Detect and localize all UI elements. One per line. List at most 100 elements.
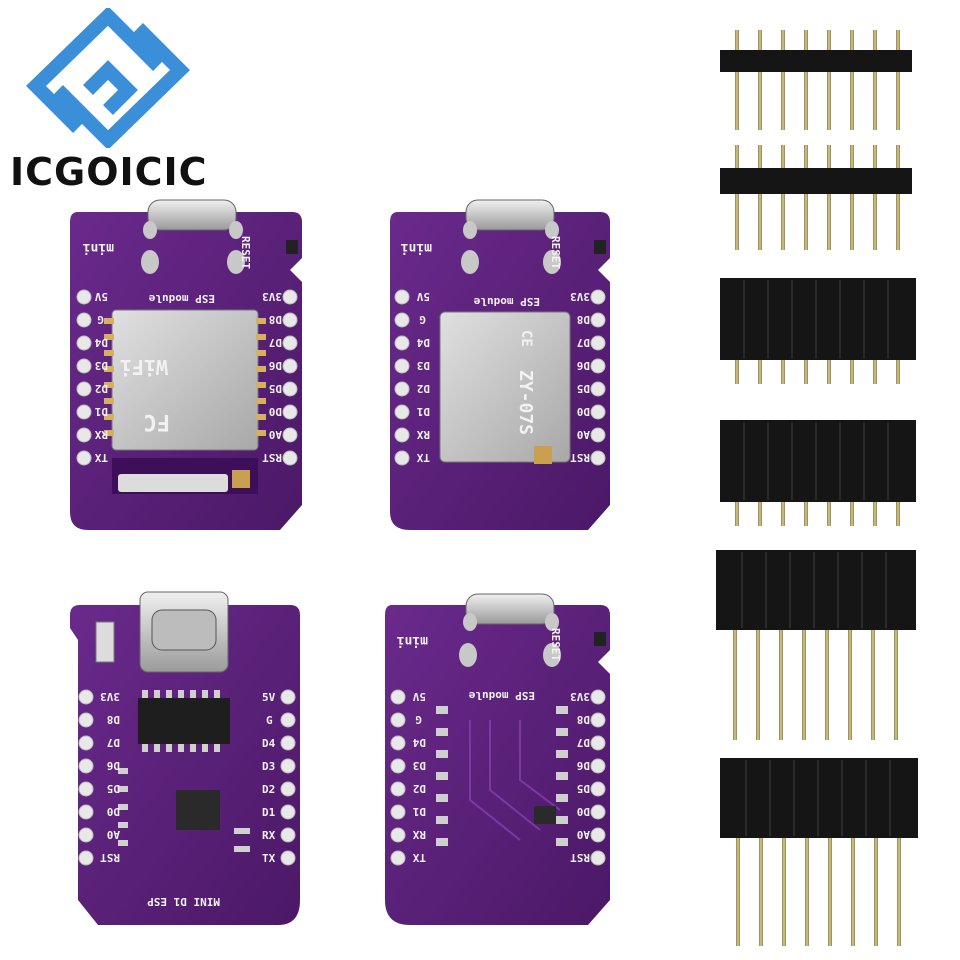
svg-text:TX: TX [94, 451, 108, 464]
pin-holes-right [590, 689, 606, 866]
svg-text:G: G [266, 714, 273, 727]
module-label: ESP module [148, 292, 215, 305]
svg-text:RST: RST [570, 851, 590, 864]
right-pin-labels: 3V3 D8 D7 D6 D5 D0 A0 RST [262, 290, 282, 464]
reset-label: RESET [239, 236, 252, 269]
male-pin-header-2 [720, 145, 912, 250]
svg-text:D2: D2 [95, 382, 108, 395]
female-header-1 [720, 278, 916, 384]
board-top-center: ZY-07S CE 5V G D4 D3 D2 D1 RX TX 3V3 D8 … [390, 199, 610, 530]
pin-holes-right [282, 289, 298, 466]
pin-holes-left [76, 289, 92, 466]
svg-text:TX: TX [412, 851, 426, 864]
svg-text:D6: D6 [576, 759, 590, 772]
svg-text:3V3: 3V3 [262, 290, 282, 303]
svg-text:3V3: 3V3 [570, 290, 590, 303]
pin-holes-left [394, 289, 410, 466]
svg-text:5V: 5V [262, 691, 276, 704]
esp-module-shield [439, 311, 571, 463]
reset-label: RESET [549, 628, 562, 661]
reset-button [286, 240, 298, 254]
svg-text:A0: A0 [269, 428, 282, 441]
svg-text:5V: 5V [416, 290, 430, 303]
usb-c-port [465, 199, 555, 231]
pin-holes-left [78, 689, 94, 866]
svg-text:3V3: 3V3 [570, 690, 590, 703]
fc-logo-text: FC [144, 409, 171, 434]
mini-label: mini [401, 240, 432, 255]
svg-text:D7: D7 [107, 736, 120, 749]
svg-text:A0: A0 [577, 428, 590, 441]
svg-text:RX: RX [416, 428, 430, 441]
left-pin-labels: 3V3 D8 D7 D6 D5 D0 A0 RST [100, 690, 120, 864]
male-pin-header-1 [720, 30, 912, 130]
svg-text:D2: D2 [413, 782, 426, 795]
svg-text:G: G [415, 713, 422, 726]
chip-model-text: ZY-07S [515, 370, 536, 435]
svg-text:D6: D6 [576, 359, 590, 372]
svg-text:D3: D3 [417, 359, 430, 372]
svg-text:D7: D7 [577, 336, 590, 349]
svg-text:TX: TX [262, 852, 276, 865]
svg-text:D2: D2 [417, 382, 430, 395]
svg-text:D0: D0 [107, 805, 120, 818]
board-bottom-center: 5V G D4 D3 D2 D1 RX TX 3V3 D8 D7 D6 D5 D… [385, 593, 610, 925]
right-pin-labels: 3V3 D8 D7 D6 D5 D0 A0 RST [570, 290, 590, 464]
svg-text:D4: D4 [416, 336, 430, 349]
board-top-left: WiFi FC 5V G D4 D3 D2 D1 RX TX 3V3 D8 D7… [70, 199, 302, 530]
pin-holes-right [280, 689, 296, 866]
svg-text:D2: D2 [262, 783, 275, 796]
svg-text:5V: 5V [94, 290, 108, 303]
board-name-label: MINI D1 ESP [147, 895, 220, 908]
esp-module-shield [111, 309, 259, 451]
svg-text:TX: TX [416, 451, 430, 464]
svg-text:D7: D7 [269, 336, 282, 349]
wifi-logo-text: WiFi [120, 355, 168, 379]
svg-text:D5: D5 [269, 382, 282, 395]
reset-label: RESET [549, 236, 562, 269]
svg-text:D5: D5 [577, 382, 590, 395]
svg-text:RX: RX [262, 829, 276, 842]
svg-text:RST: RST [100, 851, 120, 864]
pin-holes-right [590, 289, 606, 466]
svg-text:D5: D5 [577, 782, 590, 795]
svg-text:A0: A0 [107, 828, 120, 841]
svg-text:D0: D0 [577, 405, 590, 418]
svg-text:D8: D8 [577, 713, 590, 726]
female-header-2 [720, 420, 916, 526]
reset-button [594, 632, 606, 646]
antenna-connector [232, 470, 250, 488]
svg-text:D4: D4 [94, 336, 108, 349]
svg-text:D1: D1 [416, 405, 430, 418]
svg-text:RX: RX [412, 828, 426, 841]
svg-text:RST: RST [262, 451, 282, 464]
svg-text:D3: D3 [262, 760, 275, 773]
svg-text:3V3: 3V3 [100, 690, 120, 703]
svg-text:D1: D1 [94, 405, 108, 418]
right-pin-labels: 3V3 D8 D7 D6 D5 D0 A0 RST [570, 690, 590, 864]
left-pin-labels: 5V G D4 D3 D2 D1 RX TX [416, 290, 430, 464]
usb-c-port [147, 199, 237, 231]
svg-text:G: G [97, 313, 104, 326]
svg-text:D8: D8 [577, 313, 590, 326]
ce-mark-text: CE [518, 330, 534, 347]
brand-logo [8, 6, 228, 198]
svg-text:D3: D3 [95, 359, 108, 372]
svg-text:D8: D8 [269, 313, 282, 326]
serial-chip [138, 698, 230, 744]
right-pin-labels: 5V G D4 D3 D2 D1 RX TX [262, 691, 276, 865]
svg-text:RST: RST [570, 451, 590, 464]
svg-text:D4: D4 [262, 737, 276, 750]
left-pin-labels: 5V G D4 D3 D2 D1 RX TX [94, 290, 108, 464]
svg-text:D4: D4 [412, 736, 426, 749]
svg-text:D6: D6 [106, 759, 120, 772]
svg-text:RX: RX [94, 428, 108, 441]
long-female-header-1 [716, 550, 916, 740]
svg-text:D0: D0 [269, 405, 282, 418]
brand-name: ICGOICIC [10, 150, 208, 194]
mini-label: mini [83, 240, 114, 255]
module-label: ESP module [473, 295, 540, 308]
svg-text:D1: D1 [262, 806, 276, 819]
reset-switch [95, 621, 115, 663]
